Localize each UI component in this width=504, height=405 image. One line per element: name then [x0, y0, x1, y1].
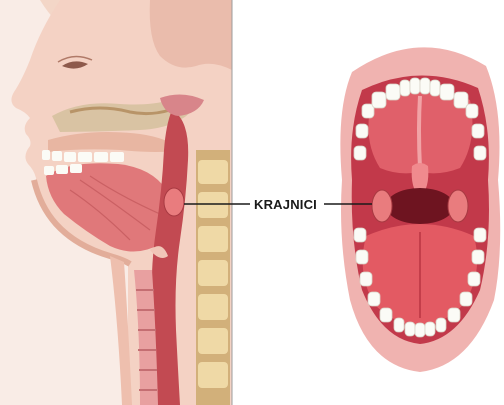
tonsil-left — [372, 190, 392, 222]
tonsil-right — [448, 190, 468, 222]
throat-opening — [386, 188, 454, 224]
tonsils-label: KRAJNICI — [254, 197, 317, 212]
head-cross-section — [0, 0, 232, 405]
palatine-tonsil-side — [164, 188, 184, 216]
open-mouth-view — [340, 47, 500, 372]
palate-raphe — [419, 96, 420, 168]
cervical-spine — [196, 150, 230, 405]
